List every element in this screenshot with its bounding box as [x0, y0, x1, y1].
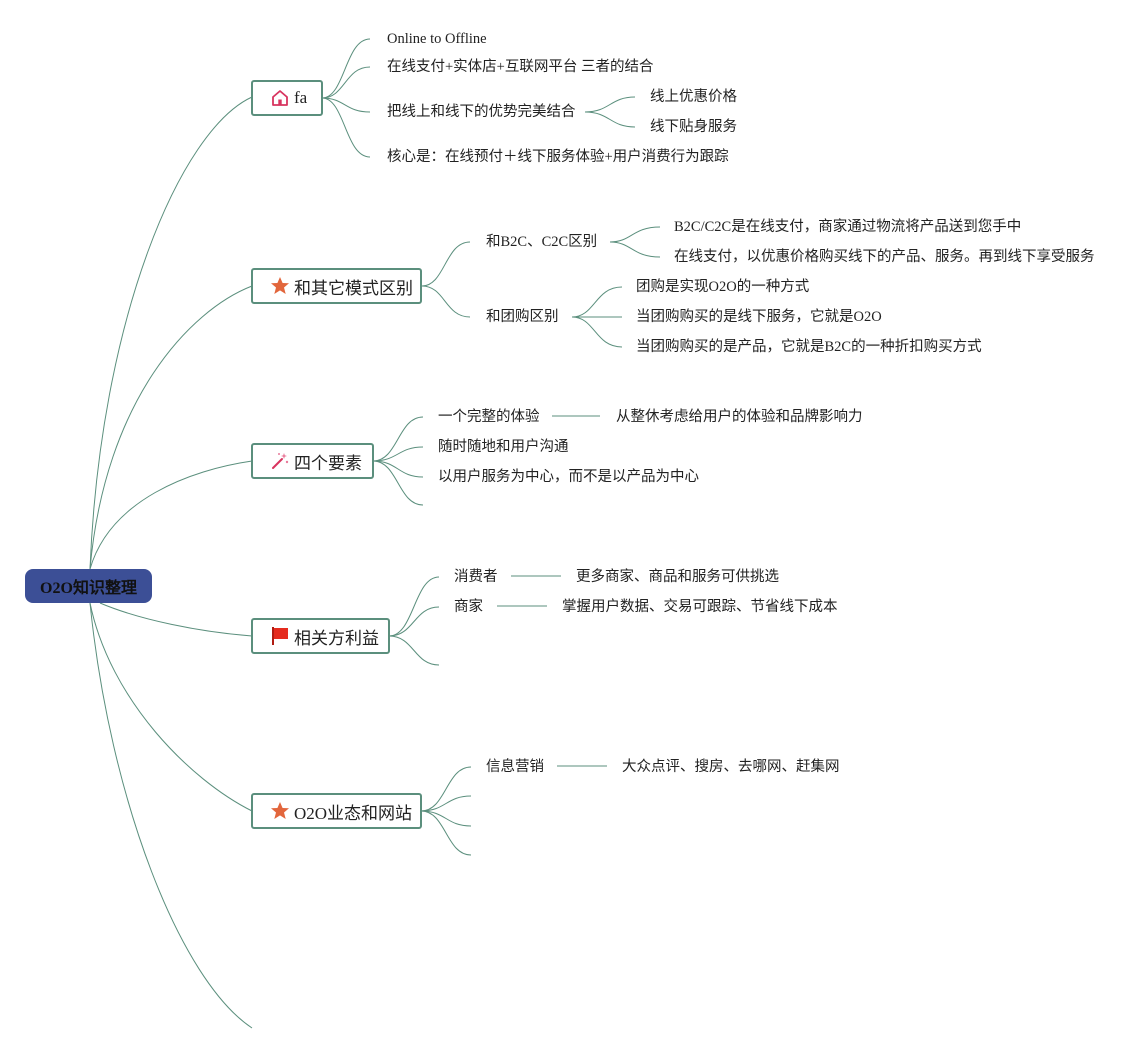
item-label: Online to Offline — [387, 31, 487, 47]
topic-label: fa — [294, 88, 308, 107]
detail-label: 从整休考虑给用户的体验和品牌影响力 — [616, 409, 863, 425]
red-flag-icon — [269, 625, 291, 647]
topic-label: 相关方利益 — [294, 628, 379, 648]
subitem-label: 线下贴身服务 — [650, 119, 737, 135]
subitem-label: B2C/C2C是在线支付，商家通过物流将产品送到您手中 — [674, 219, 1022, 235]
item-label: 消费者 — [454, 569, 498, 585]
subitem-label: 在线支付，以优惠价格购买线下的产品、服务。再到线下享受服务 — [674, 249, 1095, 265]
home-icon — [269, 87, 291, 109]
root-label: O2O知识整理 — [40, 580, 137, 597]
detail-label: 掌握用户数据、交易可跟踪、节省线下成本 — [562, 599, 838, 615]
item-label: 商家 — [454, 599, 483, 615]
star-icon — [269, 800, 291, 822]
topic-o2o-formats-websites[interactable]: O2O业态和网站 — [251, 793, 422, 829]
detail-label: 更多商家、商品和服务可供挑选 — [576, 569, 779, 585]
subitem-label: 当团购购买的是线下服务，它就是O2O — [636, 309, 882, 325]
item-label: 信息营销 — [486, 759, 544, 775]
magic-wand-icon — [269, 450, 291, 472]
subitem-label: 当团购购买的是产品，它就是B2C的一种折扣购买方式 — [636, 339, 982, 355]
topic-label: 和其它模式区别 — [294, 278, 413, 298]
item-label: 核心是：在线预付＋线下服务体验+用户消费行为跟踪 — [387, 149, 729, 165]
star-icon — [269, 275, 291, 297]
topic-four-elements[interactable]: 四个要素 — [251, 443, 374, 479]
subitem-label: 线上优惠价格 — [650, 89, 737, 105]
topic-fa[interactable]: fa — [251, 80, 323, 116]
detail-label: 大众点评、搜房、去哪网、赶集网 — [622, 759, 840, 775]
topic-model-difference[interactable]: 和其它模式区别 — [251, 268, 422, 304]
item-label: 和团购区别 — [486, 309, 559, 325]
topic-stakeholder-interests[interactable]: 相关方利益 — [251, 618, 390, 654]
item-label: 随时随地和用户沟通 — [438, 439, 569, 455]
root-topic[interactable]: O2O知识整理 — [25, 569, 152, 603]
subitem-label: 团购是实现O2O的一种方式 — [636, 279, 810, 295]
item-label: 在线支付+实体店+互联网平台 三者的结合 — [387, 59, 654, 75]
item-label: 以用户服务为中心，而不是以产品为中心 — [438, 469, 699, 485]
item-label: 和B2C、C2C区别 — [486, 234, 598, 250]
item-label: 把线上和线下的优势完美结合 — [387, 104, 576, 120]
topic-label: 四个要素 — [294, 453, 362, 473]
item-label: 一个完整的体验 — [438, 409, 540, 425]
topic-label: O2O业态和网站 — [294, 803, 413, 823]
